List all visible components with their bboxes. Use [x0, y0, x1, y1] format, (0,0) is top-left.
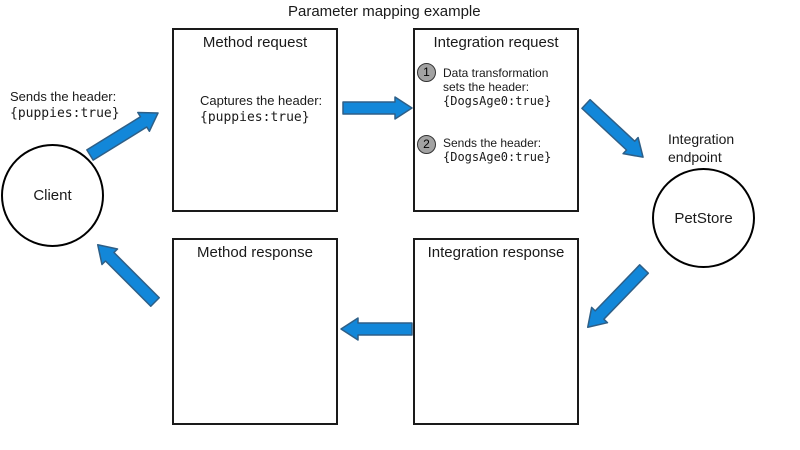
integration-response-title: Integration response: [427, 244, 565, 261]
method-response-title: Method response: [197, 244, 313, 261]
integration-endpoint-label-line2: endpoint: [668, 149, 722, 165]
step-1-number: 1: [423, 65, 430, 79]
arrow-client-to-method-request: [86, 111, 159, 161]
step-2-code: {DogsAge0:true}: [443, 150, 552, 164]
step-1-code: {DogsAge0:true}: [443, 94, 552, 108]
client-label: Client: [33, 187, 72, 204]
method-response-box: Method response: [172, 238, 338, 425]
method-request-body-text: Captures the header:: [200, 93, 323, 108]
step-1-line1: Data transformation: [443, 66, 549, 80]
arrow-method-response-to-client: [96, 243, 160, 307]
arrow-endpoint-to-integration-response: [586, 264, 650, 329]
step-2-line1: Sends the header:: [443, 136, 542, 150]
arrow-integration-request-to-endpoint: [581, 98, 644, 158]
diagram-title: Parameter mapping example: [288, 3, 481, 20]
petstore-node: PetStore: [652, 168, 755, 268]
step-1-badge: 1: [417, 63, 436, 82]
method-request-body-code: {puppies:true}: [200, 110, 310, 125]
step-1-text: Data transformation sets the header: {Do…: [443, 66, 551, 108]
client-annotation-text: Sends the header:: [10, 89, 117, 104]
step-2-number: 2: [423, 137, 430, 151]
method-request-title: Method request: [202, 34, 308, 51]
arrow-method-request-to-integration-request: [342, 96, 413, 120]
integration-request-box: Integration request 1 Data transformatio…: [413, 28, 579, 212]
petstore-label: PetStore: [674, 209, 733, 227]
integration-endpoint-label-line1: Integration: [668, 131, 735, 147]
method-request-body: Captures the header: {puppies:true}: [200, 92, 322, 126]
step-2-badge: 2: [417, 135, 436, 154]
step-1-line2: sets the header:: [443, 80, 530, 94]
integration-request-title: Integration request: [433, 34, 559, 51]
step-2-text: Sends the header: {DogsAge0:true}: [443, 136, 551, 164]
client-node: Client: [1, 144, 104, 247]
method-request-box: Method request Captures the header: {pup…: [172, 28, 338, 212]
integration-response-box: Integration response: [413, 238, 579, 425]
client-annotation-code: {puppies:true}: [10, 106, 120, 121]
client-annotation: Sends the header: {puppies:true}: [10, 88, 120, 122]
arrow-integration-response-to-method-response: [340, 317, 413, 341]
integration-endpoint-label: Integration endpoint: [668, 130, 734, 166]
